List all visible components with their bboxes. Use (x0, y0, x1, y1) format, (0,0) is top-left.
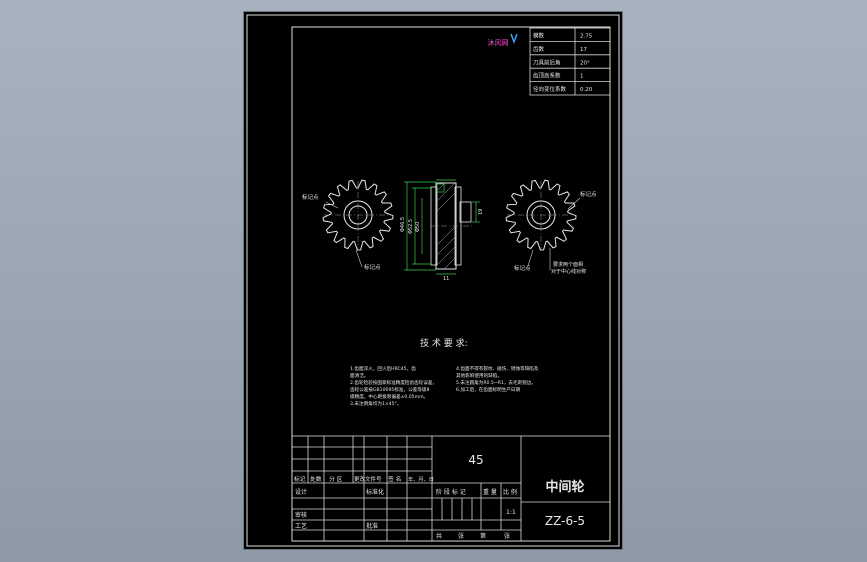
tech-title: 技 术 要 求: (420, 337, 468, 349)
svg-text:第: 第 (480, 532, 486, 540)
svg-text:级精度。中心距极限偏差±0.05mm。: 级精度。中心距极限偏差±0.05mm。 (350, 393, 428, 400)
dimension-label: 19 (478, 209, 484, 215)
gear-section-view: Φ46.5 Φ52.5 Φ50 19 11 (400, 179, 484, 282)
svg-text:批准: 批准 (366, 522, 378, 530)
svg-text:审核: 审核 (295, 511, 307, 519)
svg-text:设计: 设计 (295, 488, 307, 496)
inner-frame (291, 26, 611, 542)
outer-border (246, 14, 620, 547)
param-value: 2.75 (580, 34, 593, 40)
svg-text:6.加工后，在齿面标明生产日期: 6.加工后，在齿面标明生产日期 (456, 386, 521, 393)
svg-text:比 例: 比 例 (503, 488, 517, 496)
svg-text:标记: 标记 (294, 475, 306, 483)
gear-outline (505, 179, 577, 251)
title-block-labels: 标记 处数 分 区 更改文件号 签 名 年、月、日 设计 标准化 审核 工艺 批… (294, 475, 517, 540)
tech-notes-right: 4.齿面不得有裂纹、碰伤、锈蚀等缺陷及 其他影响使用的缺陷。 5.未注圆角为R0… (456, 365, 539, 393)
logo-icon (510, 33, 518, 44)
drawing-number: ZZ-6-5 (545, 514, 585, 528)
param-label: 模数 (533, 32, 545, 40)
svg-text:2.齿轮检验按国家标准精度检验齿轮误差，: 2.齿轮检验按国家标准精度检验齿轮误差， (350, 379, 437, 386)
annotation-label: 标记点 (580, 190, 597, 198)
svg-text:重 量: 重 量 (483, 488, 497, 496)
annotation-label: 标记点 (364, 263, 381, 271)
annotation-label: 对于中心线对称 (551, 268, 586, 275)
dimension-label: Φ52.5 (408, 219, 414, 234)
svg-text:面清洁。: 面清洁。 (350, 372, 368, 379)
param-label: 齿顶高系数 (533, 72, 561, 80)
dimension-label: 11 (443, 276, 449, 282)
param-label: 径向变位系数 (533, 85, 567, 93)
svg-text:共: 共 (436, 532, 442, 540)
param-value: 0.20 (580, 87, 593, 93)
drawing-sheet: 沐风网 模数 2.75 齿数 17 刀具前后角 20° 齿顶高系数 1 径向变位… (244, 12, 622, 549)
svg-text:工艺: 工艺 (295, 522, 307, 530)
part-name: 中间轮 (545, 479, 584, 495)
material-text: 45 (468, 453, 483, 467)
annotation-label: 标记点 (302, 193, 319, 201)
param-label: 刀具前后角 (533, 58, 561, 66)
title-block (291, 435, 611, 542)
svg-text:年、月、日: 年、月、日 (408, 475, 434, 483)
dimension-label: Φ50 (415, 222, 421, 232)
annotation-label: 标记点 (514, 264, 531, 272)
logo-text: 沐风网 (488, 38, 509, 47)
annotation-label: 要求两个面相 (553, 261, 583, 268)
svg-text:签 名: 签 名 (388, 475, 401, 483)
svg-text:张: 张 (458, 532, 464, 540)
param-label: 齿数 (533, 45, 545, 53)
svg-text:3.未注倒角均为1×45°。: 3.未注倒角均为1×45°。 (350, 400, 401, 407)
gear-outline (322, 179, 394, 251)
gear-front-view-right: 标记点 标记点 要求两个面相 对于中心线对称 (505, 179, 597, 275)
svg-text:更改文件号: 更改文件号 (354, 475, 382, 483)
svg-text:标准化: 标准化 (366, 488, 384, 496)
dimension-label: Φ46.5 (400, 217, 406, 232)
svg-text:齿轮公差按GB10095标准，公差等级8: 齿轮公差按GB10095标准，公差等级8 (350, 386, 429, 393)
svg-text:5.未注圆角为R0.5~R1，去毛刺锐边。: 5.未注圆角为R0.5~R1，去毛刺锐边。 (456, 379, 536, 386)
svg-text:1.齿面淬火，回火后HRC45，齿: 1.齿面淬火，回火后HRC45，齿 (350, 365, 416, 372)
svg-text:处数: 处数 (310, 475, 322, 483)
svg-text:分 区: 分 区 (329, 475, 343, 483)
scale-value: 1:1 (506, 509, 516, 516)
param-value: 1 (580, 74, 584, 80)
gear-front-view-left: 标记点 标记点 (302, 179, 394, 271)
param-value: 17 (580, 47, 587, 53)
parameter-table: 模数 2.75 齿数 17 刀具前后角 20° 齿顶高系数 1 径向变位系数 0… (529, 27, 611, 96)
svg-text:张: 张 (504, 532, 510, 540)
svg-text:其他影响使用的缺陷。: 其他影响使用的缺陷。 (456, 372, 502, 379)
tech-notes-left: 1.齿面淬火，回火后HRC45，齿 面清洁。 2.齿轮检验按国家标准精度检验齿轮… (350, 365, 437, 407)
cad-drawing: 沐风网 模数 2.75 齿数 17 刀具前后角 20° 齿顶高系数 1 径向变位… (246, 14, 620, 547)
svg-text:阶 段 标 记: 阶 段 标 记 (436, 488, 466, 496)
param-value: 20° (580, 60, 590, 66)
svg-text:4.齿面不得有裂纹、碰伤、锈蚀等缺陷及: 4.齿面不得有裂纹、碰伤、锈蚀等缺陷及 (456, 365, 539, 372)
